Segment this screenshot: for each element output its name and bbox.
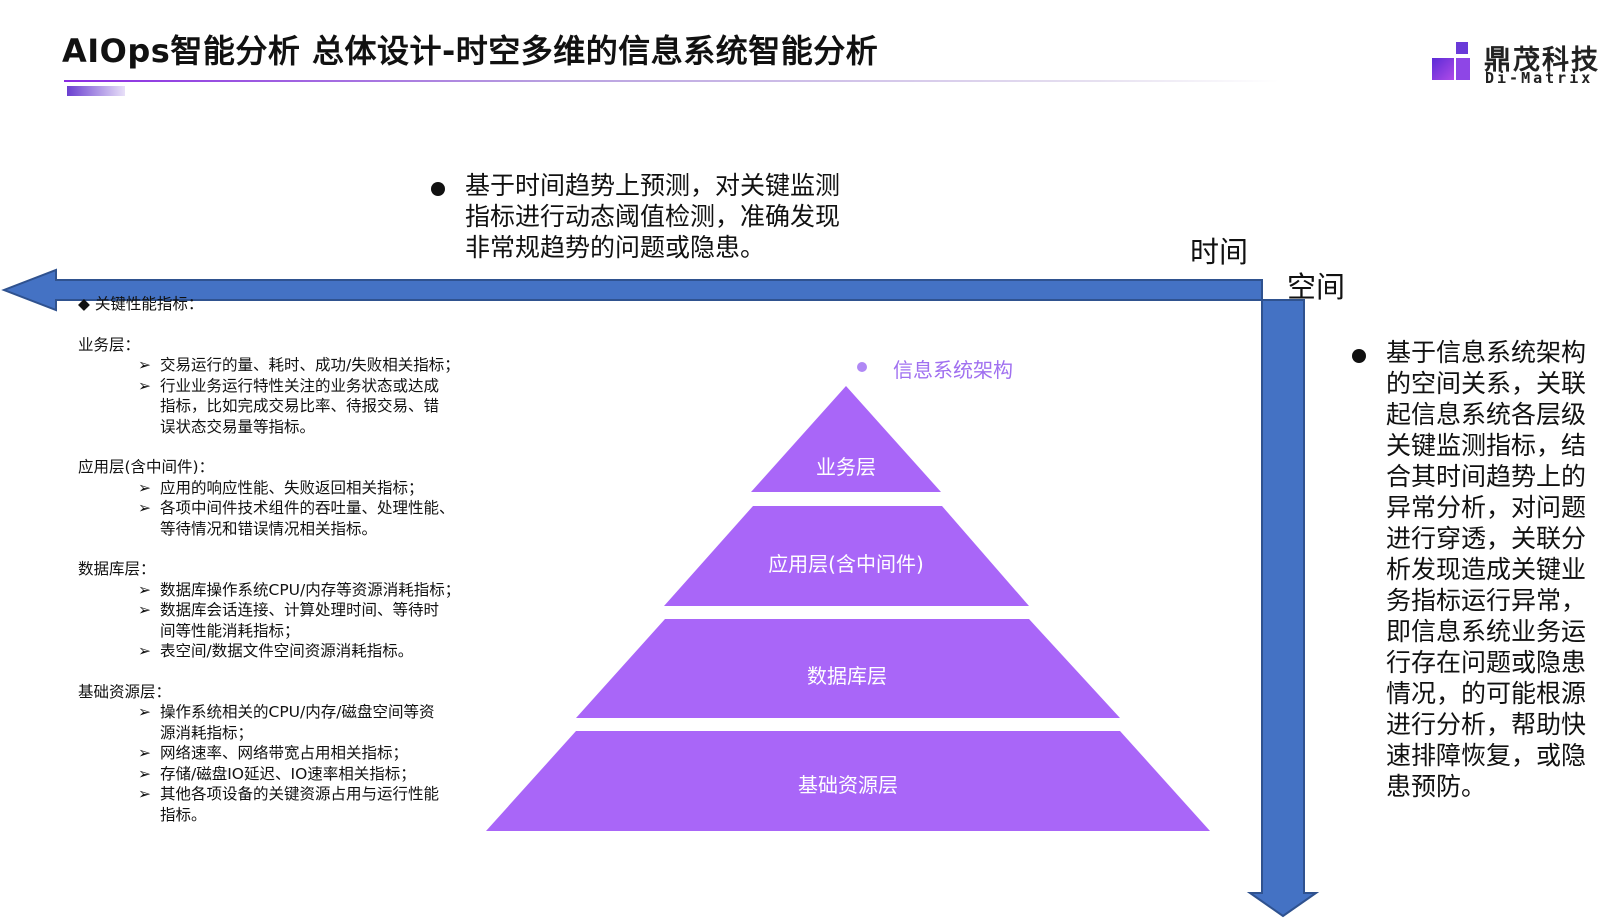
metrics-item-line: ➢ 行业业务运行特性关注的业务状态或达成 — [78, 376, 460, 397]
pyramid-label-business: 业务层 — [816, 455, 876, 479]
metrics-item-text: 存储/磁盘IO延迟、IO速率相关指标； — [160, 764, 416, 783]
space-axis-label: 空间 — [1287, 270, 1346, 304]
space-description-text: 基于信息系统架构的空间关系，关联起信息系统各层级关键监测指标，结合其时间趋势上的… — [1386, 337, 1586, 802]
metrics-item-text: 网络速率、网络带宽占用相关指标； — [160, 744, 409, 762]
metrics-item-line: ➢ 操作系统相关的CPU/内存/磁盘空间等资 — [78, 702, 460, 723]
metrics-item-line: ➢ 数据库会话连接、计算处理时间、等待时 — [78, 600, 460, 621]
metrics-item-line: ➢ 表空间/数据文件空间资源消耗指标。 — [78, 641, 460, 662]
metrics-item-line: ➢ 各项中间件技术组件的吞吐量、处理性能、 — [78, 498, 460, 519]
description-line: 行存在问题或隐患 — [1386, 648, 1587, 677]
company-logo: 鼎茂科技 Di-Matrix — [1432, 38, 1612, 94]
arrow-bullet-icon: ➢ — [138, 478, 151, 497]
space-axis-arrow — [1246, 299, 1320, 918]
metrics-item-text: 等待情况和错误情况相关指标。 — [160, 519, 378, 538]
metrics-item-text: 指标。 — [160, 805, 207, 824]
description-line: 析发现造成关键业 — [1386, 555, 1587, 584]
metrics-section-title: 数据库层： — [78, 560, 156, 578]
metrics-item-text: 操作系统相关的CPU/内存/磁盘空间等资 — [160, 703, 435, 721]
metrics-item-text: 误状态交易量等指标。 — [160, 417, 316, 436]
arrow-bullet-icon: ➢ — [138, 580, 151, 599]
arrow-bullet-icon: ➢ — [138, 499, 151, 517]
key-metrics-list: ◆ 关键性能指标： 业务层： ➢ 交易运行的量、耗时、成功/失败相关指标； ➢ 行业业务… — [78, 294, 460, 825]
arrow-bullet-icon: ➢ — [138, 764, 151, 783]
description-line: 非常规趋势的问题或隐患。 — [465, 233, 766, 262]
description-line: 基于时间趋势上预测，对关键监测 — [465, 171, 841, 200]
metrics-item-line: ➢ 应用的响应性能、失败返回相关指标； — [78, 478, 460, 499]
title-divider — [64, 80, 1279, 82]
description-line: 起信息系统各层级 — [1386, 400, 1587, 429]
time-description-text: 基于时间趋势上预测，对关键监测指标进行动态阈值检测，准确发现非常规趋势的问题或隐… — [465, 170, 840, 263]
description-line: 情况，的可能根源 — [1386, 679, 1587, 708]
metrics-item-line: ➢ 网络速率、网络带宽占用相关指标； — [78, 743, 460, 764]
metrics-item-text: 应用的响应性能、失败返回相关指标； — [160, 478, 424, 497]
legend-label: 信息系统架构 — [893, 358, 1013, 382]
metrics-item-text: 行业业务运行特性关注的业务状态或达成 — [160, 376, 440, 395]
pyramid-layer-application — [664, 506, 1029, 606]
metrics-section-title: 基础资源层： — [78, 682, 172, 701]
legend-dot-icon — [857, 362, 867, 372]
description-line: 进行穿透，关联分 — [1386, 524, 1587, 553]
pyramid-label-infrastructure: 基础资源层 — [798, 773, 898, 797]
metrics-item-line: ➢ 其他各项设备的关键资源占用与运行性能 — [78, 784, 460, 805]
metrics-item-line: 间等性能消耗指标； — [78, 621, 460, 642]
arrow-bullet-icon: ➢ — [138, 601, 151, 619]
metrics-item-text: 指标，比如完成交易比率、待报交易、错 — [160, 397, 440, 415]
logo-mark-icon — [1432, 42, 1470, 80]
metrics-item-line: 误状态交易量等指标。 — [78, 417, 460, 438]
metrics-section: 基础资源层： ➢ 操作系统相关的CPU/内存/磁盘空间等资源消耗指标； ➢ 网络速率、网… — [78, 682, 460, 826]
pyramid-label-database: 数据库层 — [807, 664, 887, 688]
title-accent-bar — [67, 86, 125, 96]
description-line: 进行分析，帮助快 — [1386, 710, 1587, 739]
metrics-item-line: ➢ 存储/磁盘IO延迟、IO速率相关指标； — [78, 764, 460, 785]
description-line: 合其时间趋势上的 — [1386, 462, 1587, 491]
pyramid-layer-database — [576, 619, 1120, 718]
metrics-item-line: 指标。 — [78, 805, 460, 826]
metrics-item-line: ➢ 数据库操作系统CPU/内存等资源消耗指标； — [78, 580, 460, 601]
bullet-dot-icon — [1352, 349, 1366, 363]
description-line: 的空间关系，关联 — [1386, 369, 1587, 398]
metrics-section-title: 业务层： — [78, 335, 141, 354]
pyramid-layer-infrastructure — [486, 731, 1210, 831]
description-line: 基于信息系统架构 — [1386, 338, 1587, 367]
pyramid-layer-business — [751, 386, 941, 492]
pyramid-label-application: 应用层(含中间件) — [768, 552, 924, 576]
metrics-item-text: 源消耗指标； — [160, 723, 254, 742]
arrow-bullet-icon: ➢ — [138, 376, 151, 395]
bullet-dot-icon — [431, 182, 445, 196]
metrics-item-line: ➢ 交易运行的量、耗时、成功/失败相关指标； — [78, 355, 460, 376]
metrics-item-text: 表空间/数据文件空间资源消耗指标。 — [160, 642, 414, 660]
metrics-item-text: 数据库会话连接、计算处理时间、等待时 — [160, 601, 440, 619]
metrics-item-text: 交易运行的量、耗时、成功/失败相关指标； — [160, 356, 460, 374]
description-line: 务指标运行异常， — [1386, 586, 1587, 615]
time-axis-arrow — [1, 268, 1263, 312]
description-line: 速排障恢复，或隐 — [1386, 741, 1587, 770]
logo-chinese-text: 鼎茂科技 — [1484, 45, 1600, 76]
metrics-section-title: 应用层(含中间件)： — [78, 458, 215, 476]
page-title: AIOps智能分析 总体设计-时空多维的信息系统智能分析 — [62, 32, 879, 70]
metrics-item-text: 数据库操作系统CPU/内存等资源消耗指标； — [160, 580, 461, 599]
metrics-item-text: 间等性能消耗指标； — [160, 621, 300, 640]
metrics-section: 应用层(含中间件)： ➢ 应用的响应性能、失败返回相关指标； ➢ 各项中间件技术组件的吞… — [78, 457, 460, 539]
metrics-heading: ◆ 关键性能指标： — [78, 295, 204, 313]
arrow-bullet-icon: ➢ — [138, 356, 151, 374]
metrics-item-line: 源消耗指标； — [78, 723, 460, 744]
arrow-bullet-icon: ➢ — [138, 703, 151, 721]
arrow-bullet-icon: ➢ — [138, 785, 151, 803]
description-line: 关键监测指标，结 — [1386, 431, 1587, 460]
metrics-item-text: 其他各项设备的关键资源占用与运行性能 — [160, 785, 440, 803]
metrics-item-line: 等待情况和错误情况相关指标。 — [78, 519, 460, 540]
metrics-section: 业务层： ➢ 交易运行的量、耗时、成功/失败相关指标； ➢ 行业业务运行特性关注的业务状… — [78, 335, 460, 438]
description-line: 指标进行动态阈值检测，准确发现 — [465, 202, 841, 231]
arrow-bullet-icon: ➢ — [138, 642, 151, 660]
logo-english-text: Di-Matrix — [1485, 69, 1594, 87]
metrics-section: 数据库层： ➢ 数据库操作系统CPU/内存等资源消耗指标； ➢ 数据库会话连接、计算处理… — [78, 559, 460, 662]
description-line: 异常分析，对问题 — [1386, 493, 1587, 522]
arrow-bullet-icon: ➢ — [138, 744, 151, 762]
time-axis-label: 时间 — [1190, 235, 1249, 269]
description-line: 患预防。 — [1386, 772, 1487, 801]
description-line: 即信息系统业务运 — [1386, 617, 1587, 646]
metrics-item-line: 指标，比如完成交易比率、待报交易、错 — [78, 396, 460, 417]
metrics-item-text: 各项中间件技术组件的吞吐量、处理性能、 — [160, 499, 455, 517]
